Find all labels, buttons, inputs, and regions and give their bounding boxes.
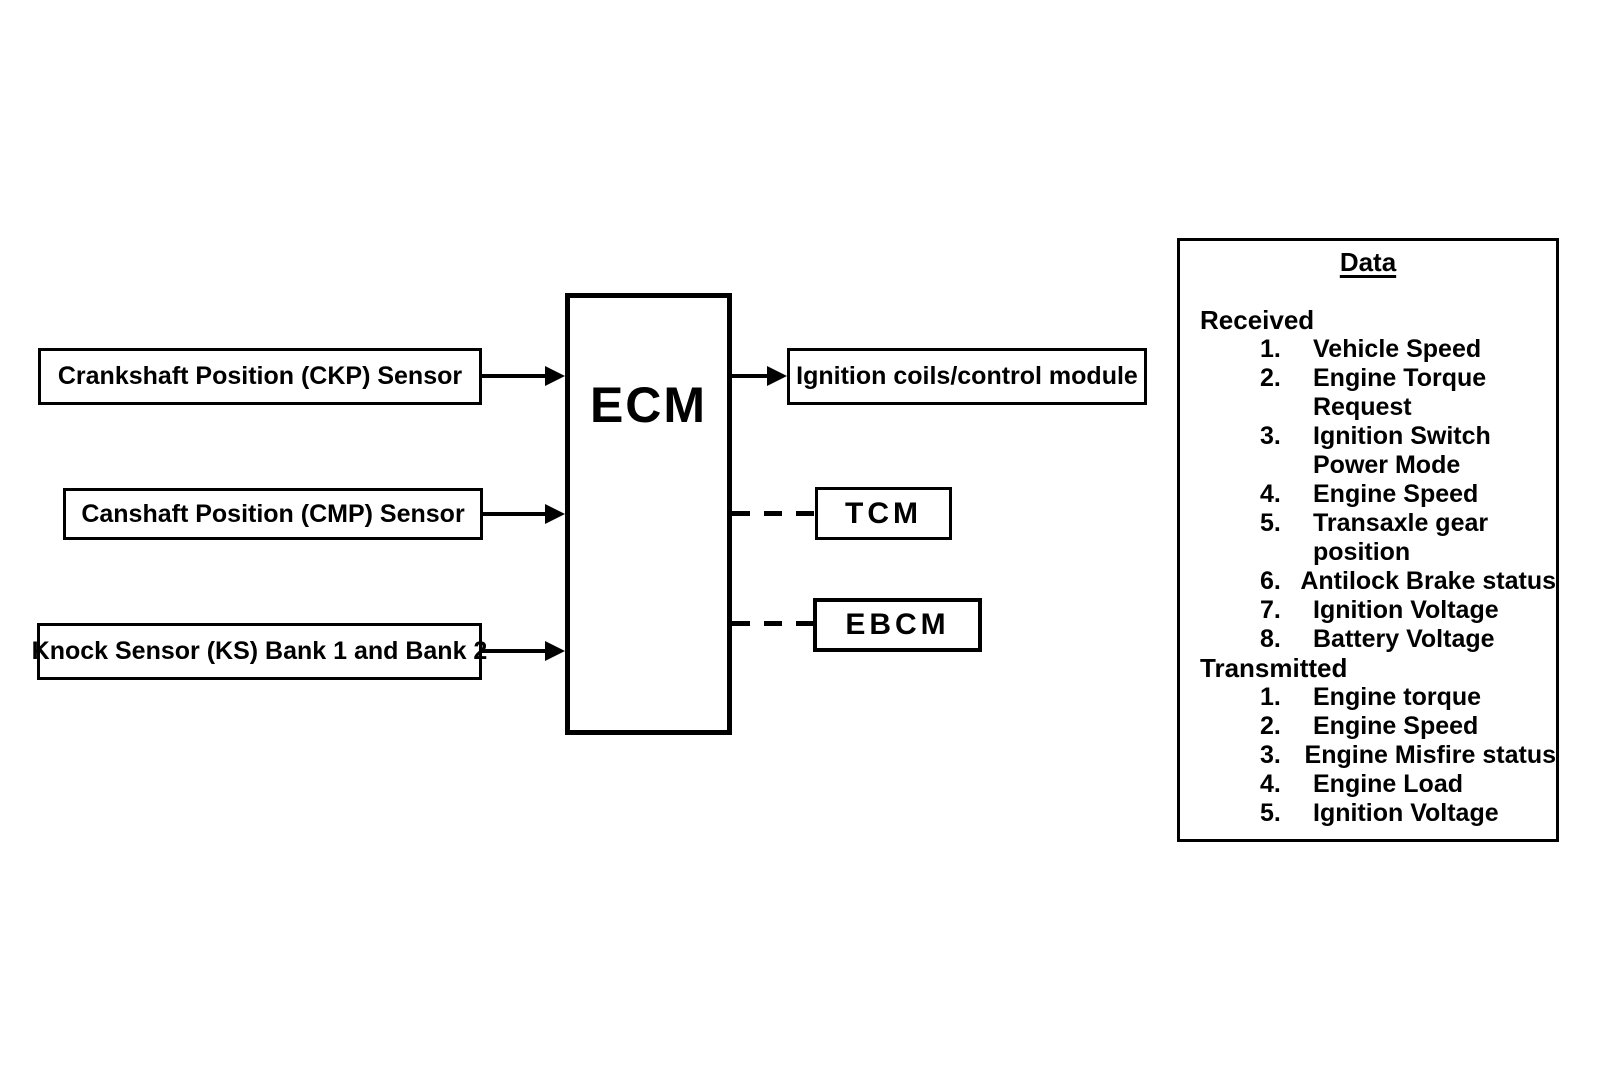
- item-text: Ignition Voltage: [1313, 799, 1499, 827]
- item-text: Engine Misfire status: [1304, 741, 1556, 769]
- transmitted-item: 4. Engine Load: [1200, 770, 1556, 799]
- node-ecm: ECM: [565, 293, 732, 735]
- item-number: 2.: [1260, 712, 1281, 740]
- node-cmp-sensor: Canshaft Position (CMP) Sensor: [63, 488, 483, 540]
- item-text: Ignition Switch Power Mode: [1313, 422, 1491, 479]
- item-text: Ignition Voltage: [1313, 596, 1499, 624]
- cmp-sensor-label: Canshaft Position (CMP) Sensor: [81, 499, 465, 528]
- item-text: Engine torque: [1313, 683, 1482, 711]
- item-text: Engine Torque Request: [1313, 364, 1487, 421]
- item-text: Engine Speed: [1313, 480, 1479, 508]
- item-text: Transaxle gear position: [1313, 509, 1489, 566]
- transmitted-section-label: Transmitted: [1200, 653, 1348, 683]
- ckp-sensor-label: Crankshaft Position (CKP) Sensor: [57, 362, 463, 390]
- received-item: 1. Vehicle Speed: [1200, 335, 1556, 364]
- item-text: Engine Speed: [1313, 712, 1479, 740]
- arrowhead-right-icon: [545, 641, 565, 661]
- item-number: 1.: [1260, 335, 1281, 363]
- arrowhead-right-icon: [545, 504, 565, 524]
- received-item: 7. Ignition Voltage: [1200, 596, 1556, 625]
- connector-cmp-to-ecm: [483, 512, 548, 516]
- data-panel-title: Data: [1339, 247, 1397, 277]
- node-ckp-sensor: Crankshaft Position (CKP) Sensor: [38, 348, 482, 405]
- item-number: 5.: [1260, 509, 1281, 537]
- connector-ecm-to-coils: [732, 374, 770, 378]
- received-item: 4. Engine Speed: [1200, 480, 1556, 509]
- received-item: 3. Ignition Switch Power Mode: [1200, 422, 1556, 480]
- item-text: Antilock Brake status: [1300, 567, 1556, 595]
- item-number: 3.: [1260, 422, 1281, 450]
- item-number: 1.: [1260, 683, 1281, 711]
- item-number: 5.: [1260, 799, 1281, 827]
- connector-ckp-to-ecm: [482, 374, 548, 378]
- received-item: 2. Engine Torque Request: [1200, 364, 1556, 422]
- data-panel-title-row: Data: [1200, 248, 1536, 276]
- received-section-label: Received: [1200, 305, 1315, 335]
- item-number: 3.: [1260, 741, 1281, 769]
- item-number: 8.: [1260, 625, 1281, 653]
- ebcm-label: EBCM: [845, 608, 950, 641]
- ignition-coils-label: Ignition coils/control module: [796, 362, 1138, 390]
- item-number: 4.: [1260, 480, 1281, 508]
- transmitted-item: 3. Engine Misfire status: [1200, 741, 1556, 770]
- data-panel: Data Received 1. Vehicle Speed 2. Engine…: [1177, 238, 1559, 842]
- transmitted-item: 2. Engine Speed: [1200, 712, 1556, 741]
- arrowhead-right-icon: [767, 366, 787, 386]
- item-text: Vehicle Speed: [1313, 335, 1482, 363]
- received-item: 6. Antilock Brake status: [1200, 567, 1556, 596]
- received-item: 5. Transaxle gear position: [1200, 509, 1556, 567]
- transmitted-item: 5. Ignition Voltage: [1200, 799, 1556, 828]
- item-text: Engine Load: [1313, 770, 1463, 798]
- item-number: 7.: [1260, 596, 1281, 624]
- connector-ks-to-ecm: [482, 649, 548, 653]
- arrowhead-right-icon: [545, 366, 565, 386]
- received-item: 8. Battery Voltage: [1200, 625, 1556, 654]
- node-ignition-coils: Ignition coils/control module: [787, 348, 1147, 405]
- node-tcm: TCM: [815, 487, 952, 540]
- knock-sensor-label: Knock Sensor (KS) Bank 1 and Bank 2: [31, 637, 488, 665]
- connector-ecm-to-ebcm-dashed: [732, 621, 813, 626]
- connector-ecm-to-tcm-dashed: [732, 511, 815, 516]
- ecm-label: ECM: [589, 377, 708, 433]
- node-knock-sensor: Knock Sensor (KS) Bank 1 and Bank 2: [32, 623, 487, 680]
- node-ebcm: EBCM: [813, 598, 982, 652]
- tcm-label: TCM: [845, 496, 922, 530]
- item-number: 2.: [1260, 364, 1281, 392]
- item-number: 4.: [1260, 770, 1281, 798]
- item-number: 6.: [1260, 567, 1281, 595]
- item-text: Battery Voltage: [1313, 625, 1495, 653]
- transmitted-item: 1. Engine torque: [1200, 683, 1556, 712]
